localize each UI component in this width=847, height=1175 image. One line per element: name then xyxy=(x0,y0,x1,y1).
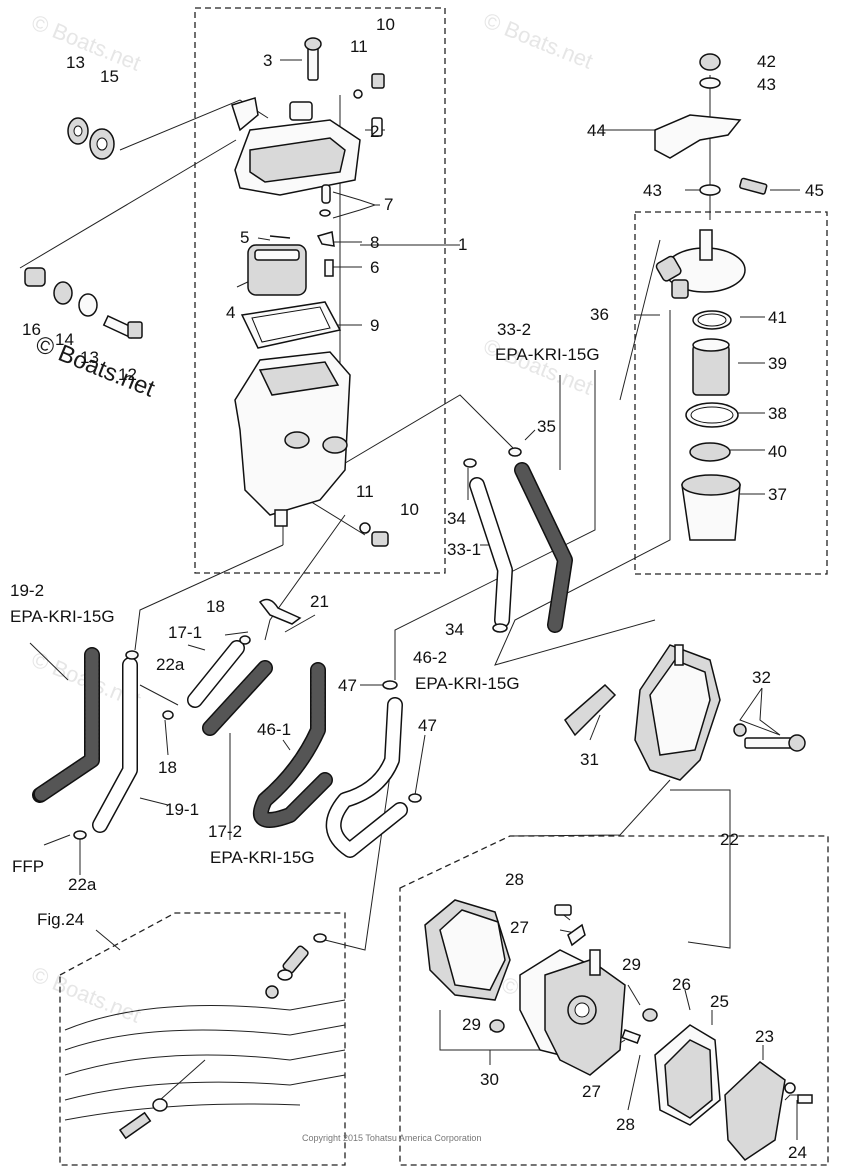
label-21: 21 xyxy=(310,592,329,611)
label-19-1: 19-1 xyxy=(165,800,199,819)
vapor-separator-body xyxy=(234,351,351,527)
watermark: © Boats.net xyxy=(480,333,596,399)
label-11-lower: 11 xyxy=(356,482,374,501)
label-23: 23 xyxy=(755,1027,774,1046)
label-45: 45 xyxy=(805,181,824,200)
label-29: 29 xyxy=(462,1015,481,1034)
label-4: 4 xyxy=(226,303,235,322)
label-44: 44 xyxy=(587,121,606,140)
small-fasteners xyxy=(269,37,389,547)
label-41: 41 xyxy=(768,308,787,327)
group-box-1 xyxy=(194,7,446,574)
mount-hardware xyxy=(24,267,143,339)
label-27: 27 xyxy=(510,918,529,937)
label-6: 6 xyxy=(370,258,379,277)
label-14: 14 xyxy=(55,330,74,349)
label-34: 34 xyxy=(447,509,466,528)
engine-section-sketch xyxy=(64,933,346,1140)
label-28: 28 xyxy=(505,870,524,889)
label-26: 26 xyxy=(672,975,691,994)
label-15: 15 xyxy=(100,67,119,86)
label-8: 8 xyxy=(370,233,379,252)
watermark: © Boats.net xyxy=(480,7,596,73)
label-22a: 22a xyxy=(156,655,185,674)
label-19-2-spec: EPA-KRI-15G xyxy=(10,607,115,626)
label-47: 47 xyxy=(338,676,357,695)
hoses xyxy=(32,462,573,858)
label-43: 43 xyxy=(757,75,776,94)
copyright-notice: Copyright 2015 Tohatsu America Corporati… xyxy=(302,1133,481,1143)
label-10-lower: 10 xyxy=(400,500,419,519)
part-number-labels: 1 2 3 4 5 6 7 8 9 10 10 11 11 12 13 13 1… xyxy=(10,15,824,1162)
label-40: 40 xyxy=(768,442,787,461)
label-36: 36 xyxy=(590,305,609,324)
label-17-2-spec: EPA-KRI-15G xyxy=(210,848,315,867)
fuel-pump xyxy=(634,644,806,781)
label-fig24: Fig.24 xyxy=(37,910,84,929)
label-33-2-spec: EPA-KRI-15G xyxy=(495,345,600,364)
label-42: 42 xyxy=(757,52,776,71)
label-47-right: 47 xyxy=(418,716,437,735)
label-16: 16 xyxy=(22,320,41,339)
label-11: 11 xyxy=(350,37,368,56)
watermark: © Boats.net xyxy=(28,9,144,75)
label-9: 9 xyxy=(370,316,379,335)
label-32: 32 xyxy=(752,668,771,687)
label-12: 12 xyxy=(118,365,137,384)
filter-bracket xyxy=(654,53,768,196)
label-25: 25 xyxy=(710,992,729,1011)
label-2: 2 xyxy=(370,122,379,141)
label-27-lower: 27 xyxy=(582,1082,601,1101)
label-33-1: 33-1 xyxy=(447,540,481,559)
fuel-filter-assembly xyxy=(655,229,746,541)
label-1: 1 xyxy=(458,235,467,254)
label-38: 38 xyxy=(768,404,787,423)
label-19-2: 19-2 xyxy=(10,581,44,600)
label-17-1: 17-1 xyxy=(168,623,202,642)
label-29-right: 29 xyxy=(622,955,641,974)
label-30: 30 xyxy=(480,1070,499,1089)
label-18-lower: 18 xyxy=(158,758,177,777)
label-35: 35 xyxy=(537,417,556,436)
label-31: 31 xyxy=(580,750,599,769)
label-22: 22 xyxy=(720,830,739,849)
group-box-22 xyxy=(399,835,829,1166)
label-34-lower: 34 xyxy=(445,620,464,639)
label-18: 18 xyxy=(206,597,225,616)
label-28-lower: 28 xyxy=(616,1115,635,1134)
label-22a-lower: 22a xyxy=(68,875,97,894)
spacer-31 xyxy=(564,683,617,737)
label-5: 5 xyxy=(240,228,249,247)
label-10: 10 xyxy=(376,15,395,34)
label-33-2: 33-2 xyxy=(497,320,531,339)
label-24: 24 xyxy=(788,1143,807,1162)
vapor-separator-cover xyxy=(231,97,361,196)
grommets-13-15 xyxy=(67,117,115,160)
label-7: 7 xyxy=(384,195,393,214)
watermark: © Boats.net xyxy=(28,961,144,1027)
label-43-lower: 43 xyxy=(643,181,662,200)
float xyxy=(247,244,307,296)
label-46-2-spec: EPA-KRI-15G xyxy=(415,674,520,693)
label-46-1: 46-1 xyxy=(257,720,291,739)
label-13: 13 xyxy=(66,53,85,72)
label-13-lower: 13 xyxy=(80,348,99,367)
hose-clips xyxy=(73,447,522,840)
fuel-pump-breakdown xyxy=(424,899,813,1161)
label-46-2: 46-2 xyxy=(413,648,447,667)
label-3: 3 xyxy=(263,51,272,70)
leader-lines xyxy=(19,59,807,1140)
label-39: 39 xyxy=(768,354,787,373)
label-ffp: FFP xyxy=(12,857,44,876)
group-box-36 xyxy=(634,211,828,575)
label-37: 37 xyxy=(768,485,787,504)
label-17-2: 17-2 xyxy=(208,822,242,841)
